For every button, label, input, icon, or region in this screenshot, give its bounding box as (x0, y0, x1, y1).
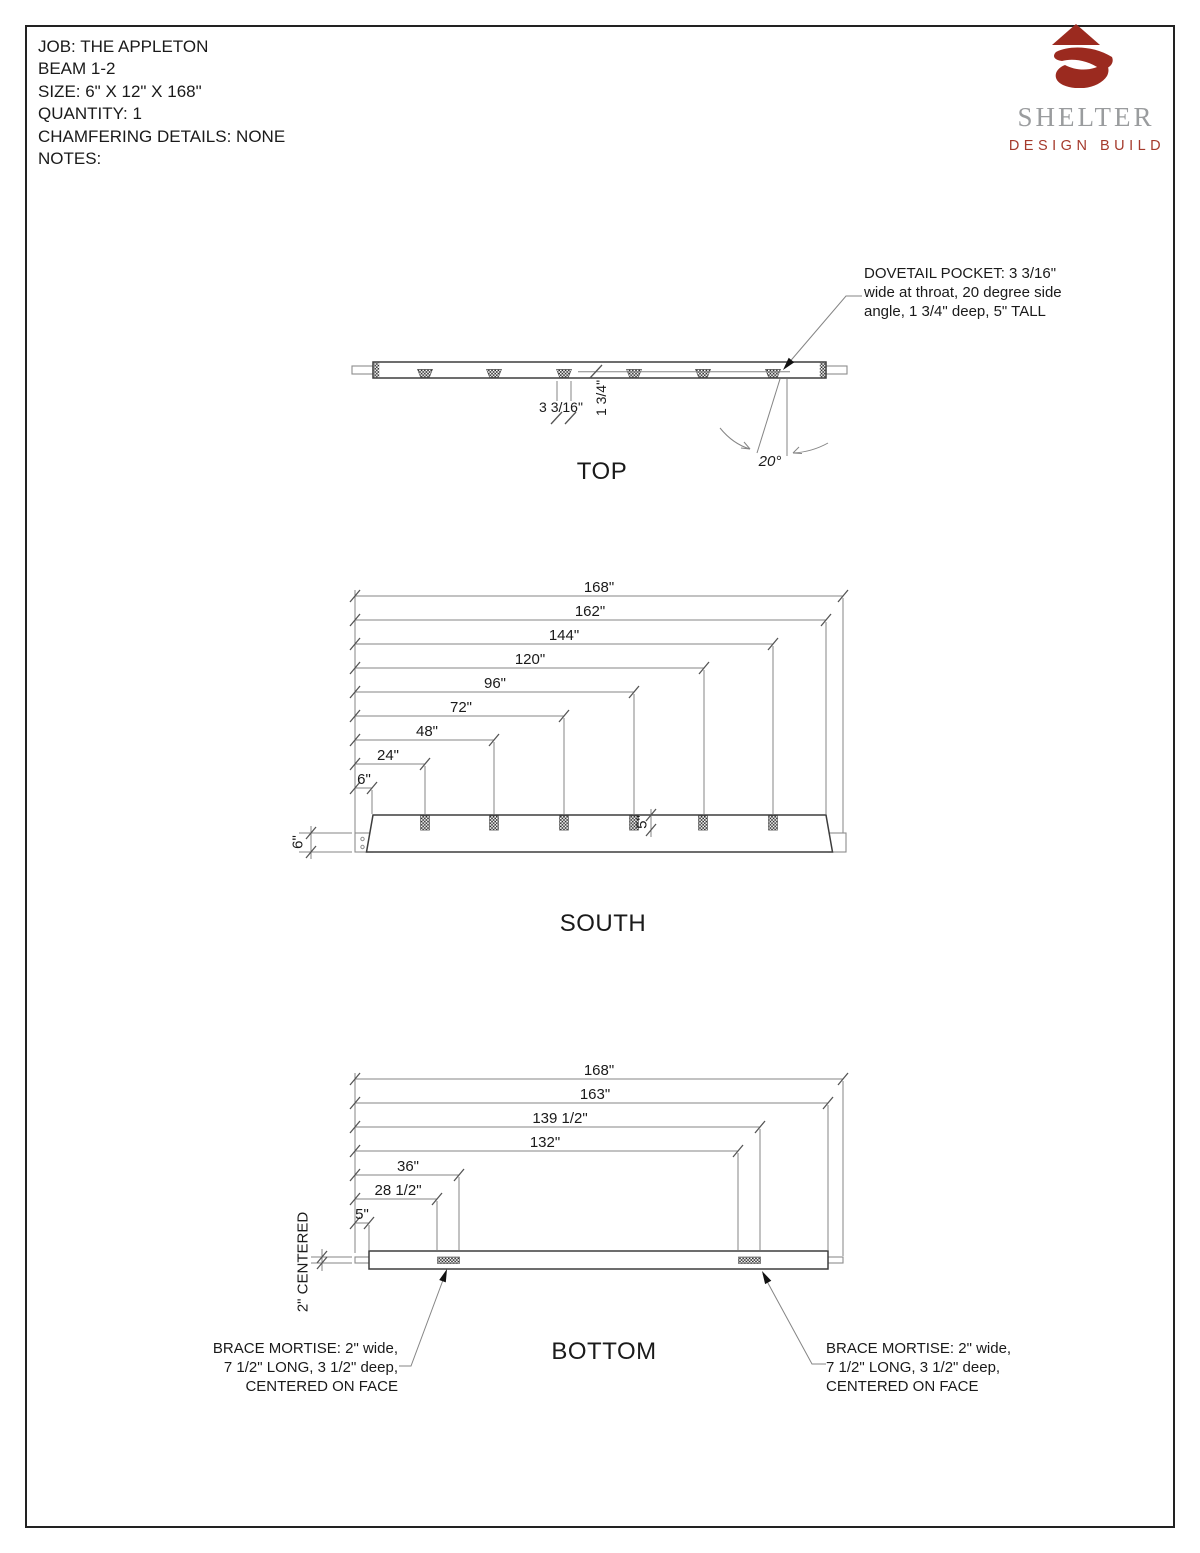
south-pocket-1 (420, 815, 430, 831)
view-label-bottom: BOTTOM (551, 1338, 657, 1365)
beam-line: BEAM 1-2 (38, 59, 116, 79)
south-dim-120: 120" (514, 651, 546, 668)
tenon-height-dim: 6" (289, 835, 307, 849)
south-beam-body (365, 814, 834, 853)
top-left-end-hatch (373, 362, 380, 378)
south-pocket-4 (629, 815, 639, 831)
top-right-tenon (825, 365, 848, 375)
side-angle-dim: 20° (758, 453, 782, 470)
notes-line: NOTES: (38, 149, 102, 169)
mortise-left-leader-arrow (439, 1269, 447, 1283)
south-view-drawing (299, 589, 849, 859)
south-pocket-6 (768, 815, 778, 831)
south-dim-48: 48" (415, 723, 439, 740)
bottom-beam-body (368, 1250, 829, 1270)
south-dim-6: 6" (357, 771, 371, 788)
dovetail-pocket-1 (417, 369, 433, 378)
bottom-view-drawing (311, 1072, 849, 1367)
quantity-line: QUANTITY: 1 (38, 104, 142, 124)
mortise-right-leader-arrow (762, 1271, 772, 1285)
pocket-depth-dim: 1 3/4" (593, 379, 609, 417)
south-dim-162: 162" (574, 603, 606, 620)
south-dim-96: 96" (483, 675, 507, 692)
tenon-centered-dim: 2" CENTERED (294, 1211, 312, 1313)
dovetail-pocket-3 (556, 369, 572, 378)
dovetail-pocket-2 (486, 369, 502, 378)
chamfering-line: CHAMFERING DETAILS: NONE (38, 126, 286, 146)
brace-mortise-note-right: BRACE MORTISE: 2" wide, 7 1/2" LONG, 3 1… (826, 1340, 1012, 1395)
logo-tagline: DESIGN BUILD (1008, 138, 1166, 154)
bottom-dim-5: 5" (355, 1206, 369, 1223)
south-dim-144: 144" (548, 627, 580, 644)
top-right-end-hatch (819, 362, 826, 378)
pocket-height-dim: 5" (633, 815, 651, 829)
title-block: JOB: THE APPLETON BEAM 1-2 SIZE: 6" X 12… (38, 36, 285, 170)
bottom-right-tenon (827, 1256, 844, 1264)
brace-mortise-note-left: BRACE MORTISE: 2" wide, 7 1/2" LONG, 3 1… (212, 1340, 398, 1395)
south-dim-168: 168" (583, 579, 615, 596)
dovetail-pocket-note: DOVETAIL POCKET: 3 3/16" wide at throat,… (864, 265, 1062, 320)
south-pocket-2 (489, 815, 499, 831)
job-line: JOB: THE APPLETON (38, 37, 209, 56)
bottom-dim-36: 36" (396, 1158, 420, 1175)
bottom-dim-163: 163" (579, 1086, 611, 1103)
size-line: SIZE: 6" X 12" X 168" (38, 81, 202, 101)
brace-mortise-left (437, 1256, 460, 1264)
shelter-logo-icon (1052, 24, 1113, 88)
page-border (25, 25, 1175, 1528)
bottom-dim-168: 168" (583, 1062, 615, 1079)
top-left-tenon (351, 365, 374, 375)
view-label-south: SOUTH (559, 910, 647, 937)
top-view-drawing (351, 295, 862, 456)
south-dim-24: 24" (376, 747, 400, 764)
south-pocket-3 (559, 815, 569, 831)
bottom-dim-139half: 139 1/2" (532, 1110, 588, 1127)
bottom-dim-132: 132" (529, 1134, 561, 1151)
south-pocket-5 (698, 815, 708, 831)
bottom-dim-28half: 28 1/2" (374, 1182, 422, 1199)
south-dim-72: 72" (449, 699, 473, 716)
view-label-top: TOP (576, 458, 628, 485)
logo-wordmark: SHELTER (1017, 102, 1155, 132)
top-beam-body (372, 361, 827, 379)
brace-mortise-right (738, 1256, 761, 1264)
dovetail-leader-arrow (783, 357, 795, 370)
bottom-left-tenon (354, 1256, 371, 1264)
throat-width-dim: 3 3/16" (539, 399, 583, 415)
